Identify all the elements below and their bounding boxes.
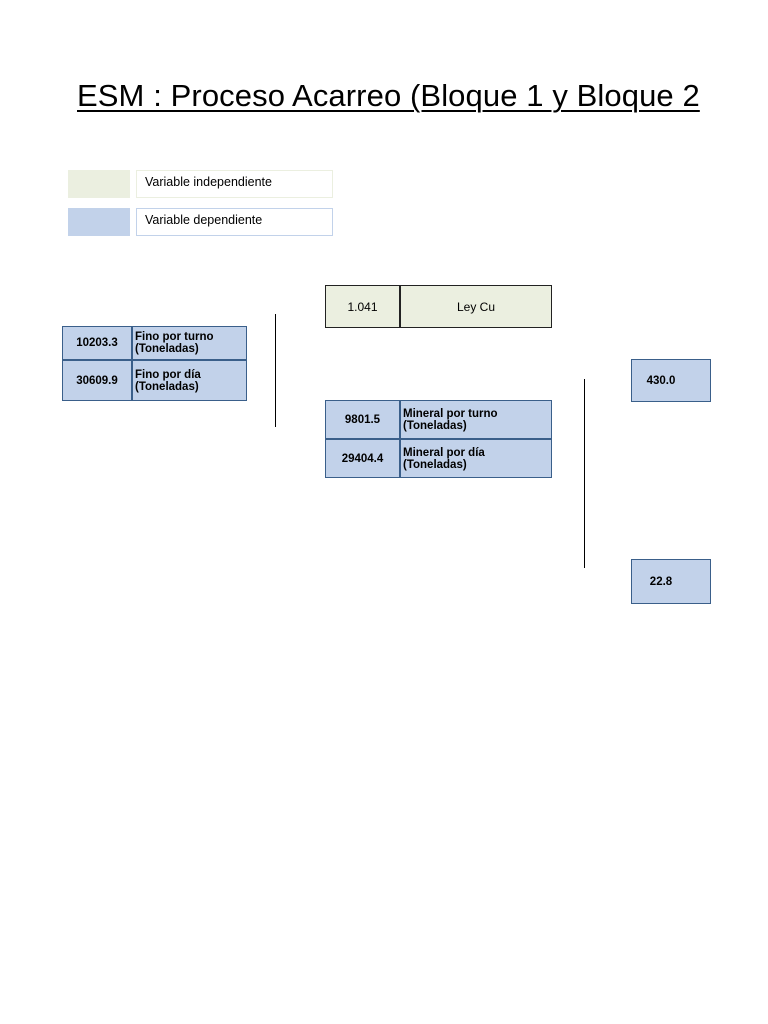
page-title: ESM : Proceso Acarreo (Bloque 1 y Bloque… (77, 78, 700, 113)
mineral-turno-value: 9801.5 (325, 400, 400, 439)
ley-cu-value: 1.041 (325, 285, 400, 328)
right-value-top: 430.0 (646, 374, 676, 387)
ley-cu-box: 1.041 Ley Cu (325, 285, 552, 328)
independent-legend-label: Variable independiente (136, 170, 333, 198)
right-value-box-top: 430.0 (631, 359, 711, 402)
fino-turno-label: Fino por turno (Toneladas) (132, 326, 247, 360)
connector-line-right (584, 379, 585, 568)
mineral-dia-label: Mineral por día (Toneladas) (400, 439, 552, 478)
dependent-legend-label: Variable dependiente (136, 208, 333, 236)
ley-cu-label: Ley Cu (400, 285, 552, 328)
right-value-box-bottom: 22.8 (631, 559, 711, 604)
fino-table: 10203.3 Fino por turno (Toneladas) 30609… (62, 326, 247, 401)
mineral-table: 9801.5 Mineral por turno (Toneladas) 294… (325, 400, 552, 478)
fino-dia-label: Fino por día (Toneladas) (132, 360, 247, 401)
dependent-swatch (68, 208, 130, 236)
sheet-viewport: ESM : Proceso Acarreo (Bloque 1 y Bloque… (62, 78, 711, 604)
fino-dia-value: 30609.9 (62, 360, 132, 401)
fino-turno-value: 10203.3 (62, 326, 132, 360)
connector-line-left (275, 314, 276, 427)
mineral-turno-label: Mineral por turno (Toneladas) (400, 400, 552, 439)
independent-swatch (68, 170, 130, 198)
mineral-dia-value: 29404.4 (325, 439, 400, 478)
right-value-bottom: 22.8 (649, 575, 673, 588)
